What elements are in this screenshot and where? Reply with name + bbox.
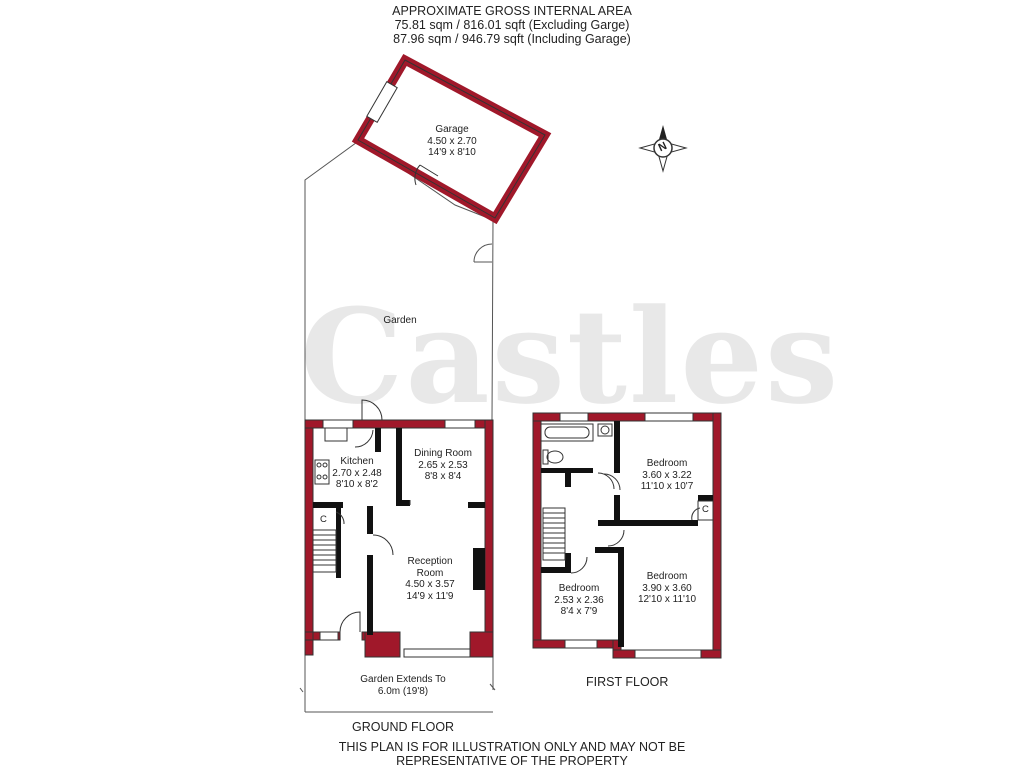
kitchen-window <box>322 419 354 429</box>
first-floor-caption: FIRST FLOOR <box>586 675 669 689</box>
disclaimer-line-1: THIS PLAN IS FOR ILLUSTRATION ONLY AND M… <box>338 740 686 754</box>
reception-room-label: Reception Room 4.50 x 3.57 14'9 x 11'9 <box>405 556 455 602</box>
bedroom-3-label: Bedroom 2.53 x 2.36 8'4 x 7'9 <box>554 583 604 617</box>
garden-extends-label: Garden Extends To 6.0m (19'8) <box>360 674 446 697</box>
area-including-garage: 87.96 sqm / 946.79 sqft (Including Garag… <box>393 32 631 46</box>
kitchen-label: Kitchen 2.70 x 2.48 8'10 x 8'2 <box>332 456 382 490</box>
bathroom-window <box>559 412 589 422</box>
ground-floor-interior-walls <box>313 428 485 635</box>
bedroom1-window <box>644 412 694 422</box>
dining-room-label: Dining Room 2.65 x 2.53 8'8 x 8'4 <box>414 448 472 482</box>
area-excluding-garage: 75.81 sqm / 816.01 sqft (Excluding Garge… <box>394 18 630 32</box>
garden-gate <box>473 243 493 263</box>
dining-window <box>444 419 476 429</box>
garden-boundary <box>304 139 494 421</box>
first-floor-cupboard-door <box>691 507 701 521</box>
front-door <box>339 611 361 633</box>
kitchen-sink <box>324 427 348 442</box>
first-floor-interior-walls <box>541 421 713 647</box>
dining-door <box>354 429 374 448</box>
bedroom2-door <box>607 529 625 547</box>
bedroom-1-label: Bedroom 3.60 x 3.22 11'10 x 10'7 <box>640 458 694 492</box>
bathroom-door <box>597 472 615 490</box>
basin-icon <box>597 423 613 437</box>
reception-door <box>372 534 394 556</box>
bedroom1-door <box>603 473 621 491</box>
garden-label: Garden <box>383 315 417 326</box>
reception-window <box>403 648 471 658</box>
garage-door <box>414 164 439 186</box>
bedroom3-door <box>570 556 588 574</box>
hob-icon <box>314 459 330 485</box>
area-title: APPROXIMATE GROSS INTERNAL AREA <box>392 4 632 18</box>
ground-floor-walls <box>304 419 494 658</box>
understairs-cupboard-door <box>335 511 345 525</box>
toilet-icon <box>542 449 564 465</box>
first-floor-cupboard-label: C <box>702 504 709 515</box>
first-floor-stairs <box>542 507 566 561</box>
compass-north-icon <box>638 125 688 173</box>
first-floor-cupboard <box>697 500 714 521</box>
hall-window <box>319 631 339 641</box>
garage-label: Garage 4.50 x 2.70 14'9 x 8'10 <box>427 124 477 158</box>
first-floor-walls <box>532 412 722 659</box>
disclaimer-line-2: REPRESENTATIVE OF THE PROPERTY <box>396 754 628 768</box>
kitchen-back-door <box>361 399 383 421</box>
ground-floor-cupboard-label: C <box>320 514 327 525</box>
bedroom2-window <box>634 649 702 659</box>
ground-floor-caption: GROUND FLOOR <box>352 720 455 734</box>
bedroom3-window <box>564 639 598 649</box>
ground-floor-stairs <box>312 529 337 573</box>
bedroom-2-label: Bedroom 3.90 x 3.60 12'10 x 11'10 <box>637 571 697 605</box>
bathtub-icon <box>540 423 594 442</box>
garage-window <box>366 80 398 124</box>
